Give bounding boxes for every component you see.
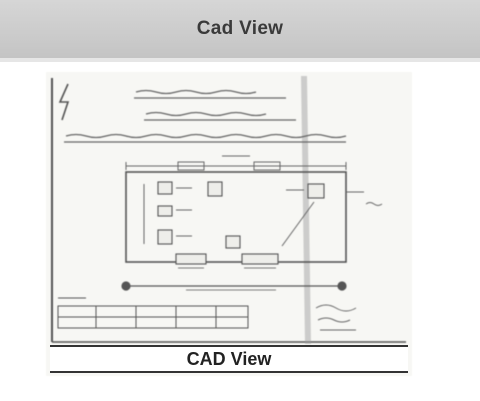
legend-table <box>57 297 249 329</box>
room-outline <box>125 171 347 263</box>
connection-lines <box>143 184 315 247</box>
handwritten-heading <box>64 89 347 143</box>
cad-sketch <box>51 75 406 345</box>
header-bar: Cad View <box>0 0 480 58</box>
cad-drawing-image <box>46 72 412 376</box>
figure-caption: CAD View <box>186 348 272 369</box>
dimension-lines <box>125 155 347 171</box>
lightning-icon <box>58 83 70 121</box>
signature-stamp <box>315 304 357 331</box>
caption-bar: CAD View <box>50 345 408 373</box>
equipment-boxes <box>157 181 325 265</box>
header-divider <box>0 58 480 62</box>
fold-line <box>301 75 311 345</box>
baseline <box>121 281 347 291</box>
page-title: Cad View <box>196 18 284 39</box>
